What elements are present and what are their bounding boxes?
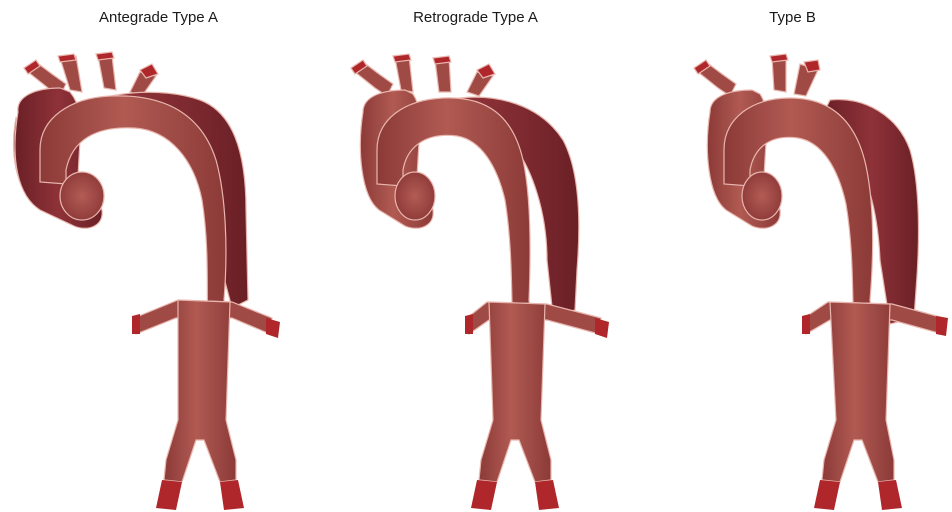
- aorta-illustration-type-b: [634, 0, 951, 512]
- panel-antegrade-type-a: Antegrade Type A: [0, 0, 317, 512]
- panel-type-b: Type B: [634, 0, 951, 512]
- aortic-root: [60, 172, 104, 220]
- arch-branches: [351, 54, 495, 96]
- aortic-root: [395, 172, 435, 220]
- abdominal-aorta: [479, 302, 551, 482]
- arch-branches: [694, 54, 820, 96]
- abdominal-aorta: [164, 300, 236, 482]
- aorta-illustration-retrograde: [317, 0, 634, 512]
- panel-retrograde-type-a: Retrograde Type A: [317, 0, 634, 512]
- aorta-illustration-antegrade: [0, 0, 317, 512]
- aortic-root: [742, 172, 782, 220]
- abdominal-aorta: [822, 302, 894, 482]
